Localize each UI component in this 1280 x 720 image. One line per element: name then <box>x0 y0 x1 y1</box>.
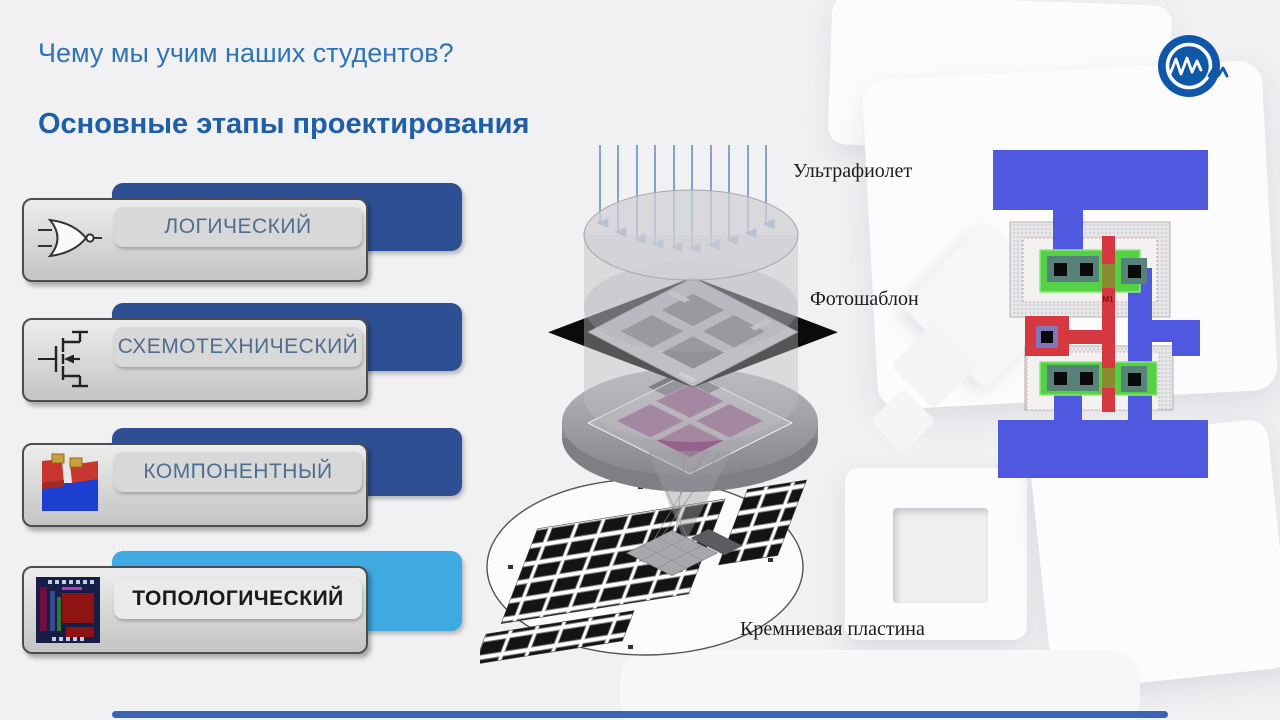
lithography-diagram <box>480 145 838 665</box>
stage-component[interactable]: КОМПОНЕНТНЫЙ <box>22 428 467 528</box>
component-3d-icon <box>42 453 98 511</box>
miet-logo <box>1158 35 1229 97</box>
chip-layout-diagram: М1 <box>993 150 1208 478</box>
page-title: Чему мы учим наших студентов? <box>38 38 454 68</box>
uv-cylinder <box>583 189 799 442</box>
stage-pill: КОМПОНЕНТНЫЙ <box>114 452 362 492</box>
projection-cone <box>626 451 743 576</box>
photomask <box>587 277 799 387</box>
stage-pill: ЛОГИЧЕСКИЙ <box>114 207 362 247</box>
footer-bar <box>112 711 1168 718</box>
stage-topological[interactable]: ТОПОЛОГИЧЕСКИЙ <box>22 551 467 654</box>
slide-subtitle: Основные этапы проектирования <box>38 108 530 140</box>
stage-label: СХЕМОТЕХНИЧЕСКИЙ <box>117 335 359 358</box>
silicon-wafer <box>480 478 808 665</box>
uv-label: Ультрафиолет <box>793 160 913 182</box>
stage-logical[interactable]: ЛОГИЧЕСКИЙ <box>22 183 467 283</box>
background-shape <box>845 468 1027 640</box>
vdd-rail <box>993 150 1208 210</box>
mask-label: Фотошаблон <box>810 288 919 310</box>
metal-annotation: М1 <box>1102 295 1114 304</box>
contacts <box>1047 256 1147 392</box>
wafer-label: Кремниевая пластина <box>740 618 925 640</box>
gnd-rail <box>998 420 1208 478</box>
nor-gate-icon <box>38 218 102 258</box>
stage-circuit[interactable]: СХЕМОТЕХНИЧЕСКИЙ <box>22 303 467 403</box>
stage-pill: СХЕМОТЕХНИЧЕСКИЙ <box>114 327 362 367</box>
stage-label: КОМПОНЕНТНЫЙ <box>143 460 333 483</box>
output-stub <box>1150 320 1200 356</box>
layout-screenshot-icon <box>36 577 100 643</box>
stage-label: ТОПОЛОГИЧЕСКИЙ <box>132 587 344 610</box>
stage-pill: ТОПОЛОГИЧЕСКИЙ <box>114 579 362 619</box>
background-shape <box>620 650 1140 720</box>
stage-label: ЛОГИЧЕСКИЙ <box>164 215 312 238</box>
mosfet-icon <box>38 330 88 388</box>
reticle-image-box <box>587 368 793 475</box>
